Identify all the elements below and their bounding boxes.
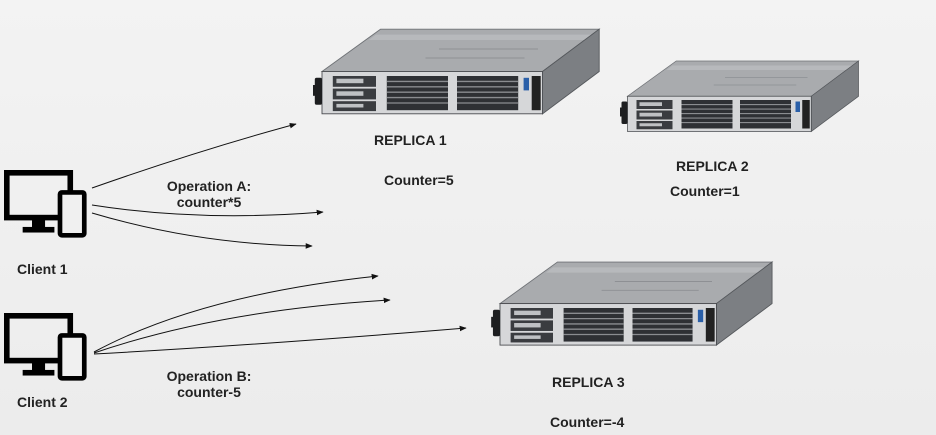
replica-3-server-icon [490,261,773,346]
replica-2-server-icon [620,60,860,133]
operation-a-expression: counter*5 [176,194,242,210]
operation-a-label: Operation A: counter*5 [150,178,268,210]
replica-2-counter: Counter=1 [670,183,740,199]
arrow-client2-to-replica1 [93,273,379,353]
operation-b-expression: counter-5 [177,384,241,400]
client-2-icon [7,316,84,379]
client-2-label: Client 2 [17,394,68,410]
replica-2-label: REPLICA 2 [676,158,749,174]
arrow-client2-to-replica2 [93,297,391,354]
arrow-client1-to-replica3 [91,212,313,249]
replica-1-server-icon [312,28,600,115]
arrow-client1-to-replica1 [91,122,297,189]
client-1-icon [7,173,84,236]
replica-3-label: REPLICA 3 [552,374,625,390]
operation-b-label: Operation B: counter-5 [150,368,268,400]
client-1-label: Client 1 [17,261,68,277]
replica-1-counter: Counter=5 [384,172,454,188]
replica-3-counter: Counter=-4 [550,414,625,430]
replica-1-label: REPLICA 1 [374,132,447,148]
arrow-client1-to-replica2 [91,204,324,217]
arrow-client2-to-replica3 [93,325,467,355]
operation-a-title: Operation A: [166,178,252,194]
operation-b-title: Operation B: [166,368,252,384]
